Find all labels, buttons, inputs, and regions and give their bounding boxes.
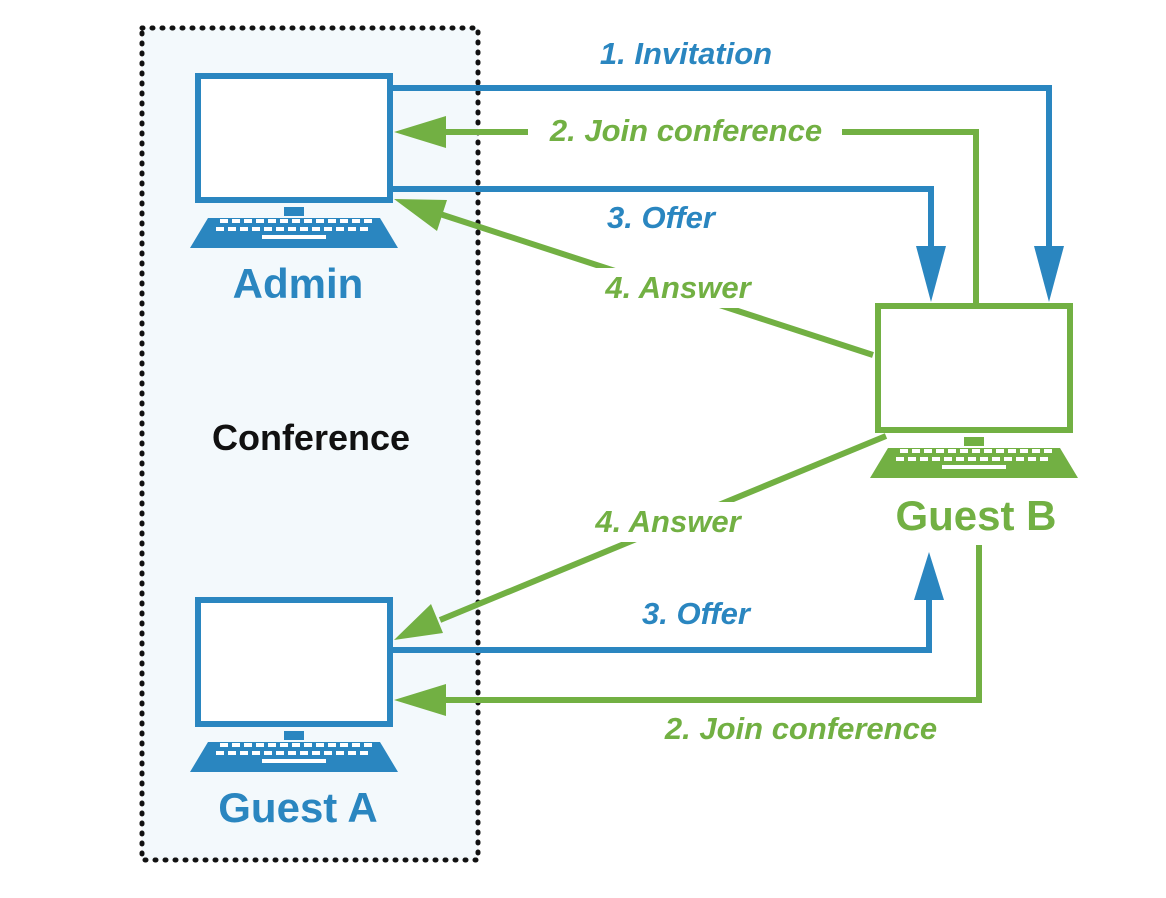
answer-admin-label: 4. Answer [604,270,752,305]
offer-admin-arrowhead [916,246,946,302]
message-labels: 1. Invitation 2. Join conference 3. Offe… [549,36,937,746]
admin-node: Admin [190,73,398,307]
invitation-label: 1. Invitation [600,36,772,71]
answer-guest-a-arrowhead [394,604,443,640]
join-guest-a-arrowhead [394,684,446,716]
offer-admin-label: 3. Offer [607,200,717,235]
guest-b-label: Guest B [895,492,1056,539]
offer-admin-connector [392,186,934,264]
join-admin-label: 2. Join conference [549,113,822,148]
blue-connectors [392,85,1052,653]
offer-guest-a-label: 3. Offer [642,596,752,631]
join-guest-a-label: 2. Join conference [664,711,937,746]
laptop-icon [190,73,398,248]
guest-a-node: Guest A [190,597,398,831]
label-masks [528,110,842,542]
admin-label: Admin [233,260,364,307]
conference-label: Conference [212,417,410,458]
guest-b-node: Guest B [870,303,1078,539]
guest-a-label: Guest A [218,784,377,831]
answer-admin-arrowhead [394,199,447,231]
offer-guest-a-connector [392,593,932,653]
join-guest-a-connector [440,545,982,703]
green-arrowheads [394,116,447,716]
laptop-icon [190,597,398,772]
invitation-connector [392,85,1052,264]
invitation-arrowhead [1034,246,1064,302]
answer-guest-a-label: 4. Answer [594,504,742,539]
blue-arrowheads [914,246,1064,600]
join-admin-arrowhead [394,116,446,148]
offer-guest-a-arrowhead [914,552,944,600]
laptop-icon [870,303,1078,478]
